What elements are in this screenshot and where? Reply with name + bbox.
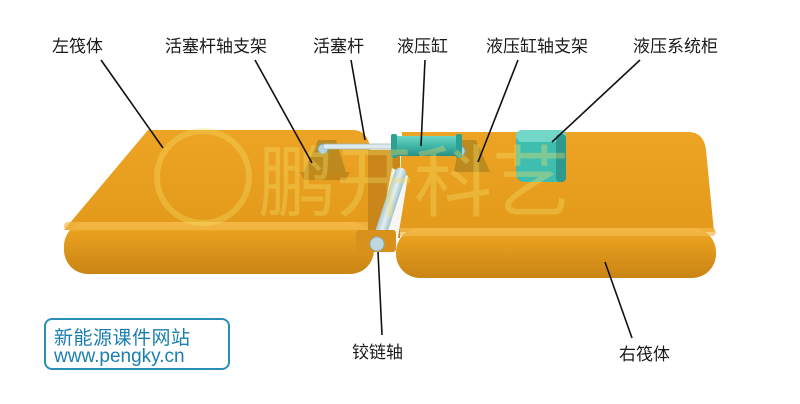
leader-cylinder-bracket [477,59,519,163]
leader-hinge-shaft [377,251,383,336]
brand-url[interactable]: www.pengky.cn [54,346,185,367]
leader-piston-rod-bracket [254,59,313,164]
brand-site-name: 新能源课件网站 [54,327,191,349]
label-left-pontoon: 左筏体 [52,37,103,57]
watermark-text: 鹏开科艺 [258,139,570,229]
leader-piston-rod [350,59,366,141]
leader-lines [100,59,641,339]
label-hydraulic-cabinet: 液压系统柜 [633,37,718,57]
brand-badge[interactable]: 新能源课件网站 www.pengky.cn [44,318,230,370]
hinge-shaft-pin [369,236,385,252]
leader-right-pontoon [604,261,633,339]
hinge-shaft-rod [373,167,407,243]
label-right-pontoon: 右筏体 [619,345,670,365]
watermark [154,128,252,226]
hinge-assembly [356,150,408,252]
hydraulic-cylinder [391,134,462,158]
leader-left-pontoon [100,59,164,149]
label-cylinder-bracket: 液压缸轴支架 [486,37,588,57]
piston-rod-bracket [300,140,350,180]
leader-hydraulic-cabinet [551,59,641,143]
label-piston-rod: 活塞杆 [313,37,364,57]
leader-hydraulic-cylinder [420,59,426,147]
label-piston-rod-bracket: 活塞杆轴支架 [165,37,267,57]
left-pontoon [64,130,374,274]
hydraulic-cabinet [516,130,566,182]
label-hinge-shaft: 铰链轴 [352,343,403,363]
label-hydraulic-cylinder: 液压缸 [397,37,448,57]
